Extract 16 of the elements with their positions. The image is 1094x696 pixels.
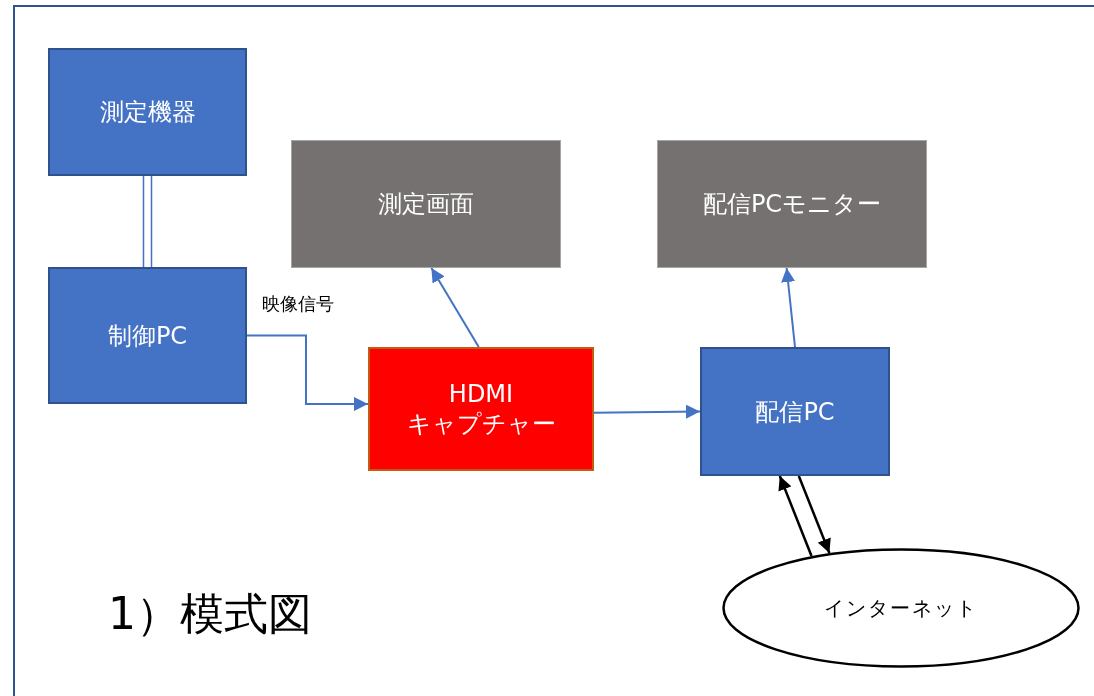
capture-box: HDMI キャプチャー	[368, 347, 594, 471]
connector-line	[142, 175, 153, 268]
caption-text: 1）模式図	[108, 587, 312, 641]
arrow	[797, 475, 831, 554]
arrow	[246, 334, 369, 412]
screen-box: 配信PCモニター	[657, 140, 927, 268]
edge-label: 映像信号	[262, 292, 334, 316]
arrow	[781, 267, 796, 348]
screen-box: 測定画面	[291, 140, 561, 268]
arrow	[778, 475, 813, 557]
process-box: 制御PC	[48, 267, 247, 404]
arrow	[593, 404, 701, 419]
process-box: 測定機器	[48, 48, 247, 176]
network-ellipse: インターネット	[722, 548, 1080, 668]
arrow	[430, 267, 480, 348]
process-box: 配信PC	[700, 347, 890, 476]
